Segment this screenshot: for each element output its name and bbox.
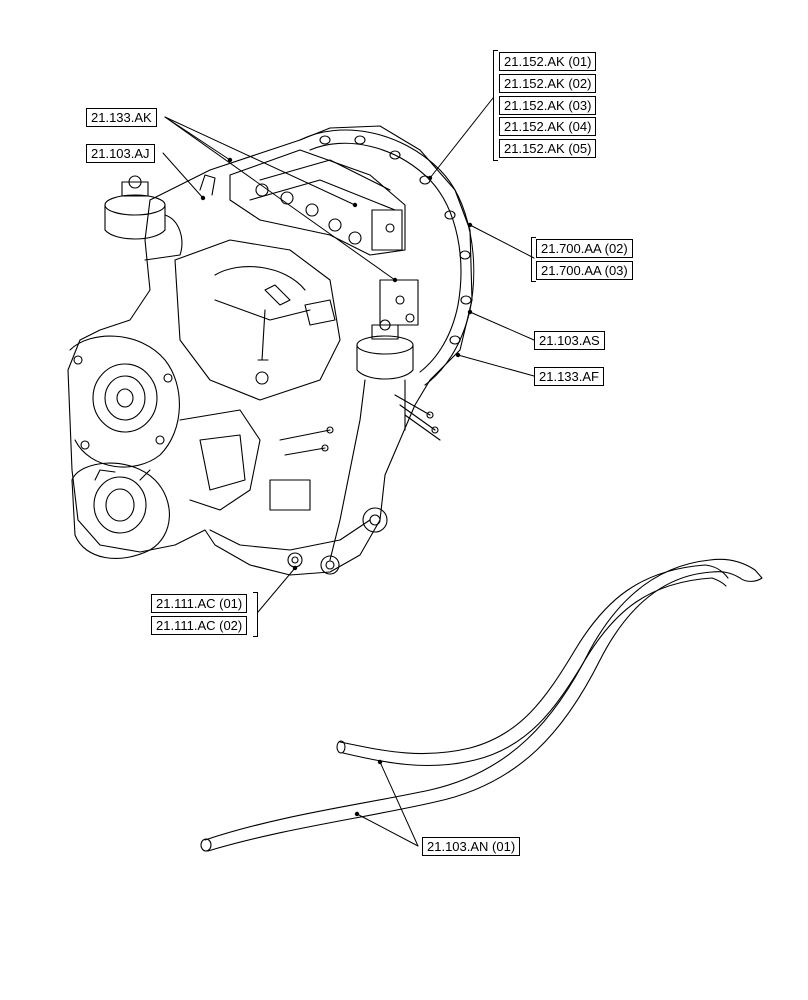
transmission-assembly xyxy=(67,125,475,576)
hose-assembly xyxy=(200,558,763,852)
callout-21-133-ak[interactable]: 21.133.AK xyxy=(86,108,157,127)
callout-21-152-ak-02[interactable]: 21.152.AK (02) xyxy=(499,74,597,93)
callout-21-103-an-01[interactable]: 21.103.AN (01) xyxy=(422,837,521,856)
callout-21-700-aa-03[interactable]: 21.700.AA (03) xyxy=(536,261,633,280)
callout-21-103-as[interactable]: 21.103.AS xyxy=(534,331,605,350)
callout-21-152-ak-01[interactable]: 21.152.AK (01) xyxy=(499,52,597,71)
callout-21-111-ac-02[interactable]: 21.111.AC (02) xyxy=(151,616,248,635)
callout-21-152-ak-03[interactable]: 21.152.AK (03) xyxy=(499,96,597,115)
callout-21-700-aa-02[interactable]: 21.700.AA (02) xyxy=(536,239,633,258)
leader-lines xyxy=(162,97,535,847)
callout-21-103-aj[interactable]: 21.103.AJ xyxy=(86,144,155,163)
callout-21-152-ak-04[interactable]: 21.152.AK (04) xyxy=(499,117,597,136)
callout-21-111-ac-01[interactable]: 21.111.AC (01) xyxy=(151,594,248,613)
bracket-21-700-aa xyxy=(531,237,536,282)
bracket-21-152-ak xyxy=(493,50,498,161)
callout-21-152-ak-05[interactable]: 21.152.AK (05) xyxy=(499,139,597,158)
bracket-21-111-ac xyxy=(253,592,258,637)
callout-21-133-af[interactable]: 21.133.AF xyxy=(534,367,604,386)
